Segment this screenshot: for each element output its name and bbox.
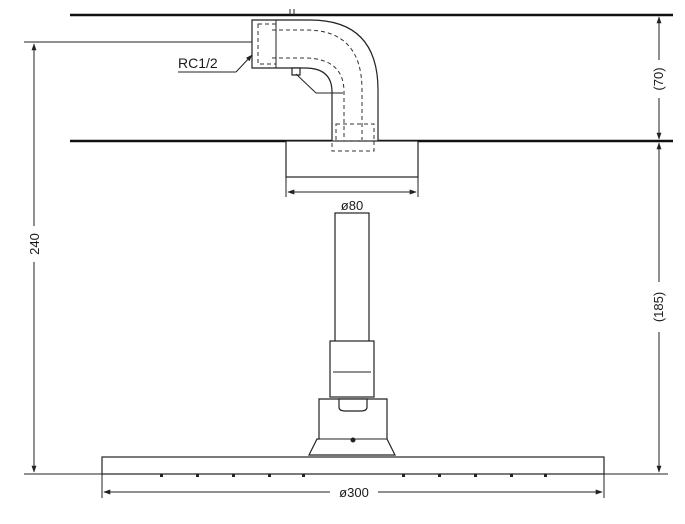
- shower-head-connector: [308, 398, 396, 456]
- ceiling-thickness-label: (70): [651, 67, 666, 90]
- drop-length-dimension: (185): [651, 142, 666, 473]
- thread-callout: RC1/2: [178, 54, 253, 73]
- shower-arm: [329, 212, 375, 398]
- elbow-fitting: [251, 9, 379, 151]
- shower-head-plate: [101, 456, 605, 477]
- flange-diameter-label: ø80: [341, 198, 363, 213]
- thread-label: RC1/2: [178, 55, 218, 71]
- total-height-dimension: 240: [24, 41, 252, 475]
- total-height-label: 240: [27, 233, 42, 255]
- ceiling-thickness-dimension: (70): [604, 16, 668, 475]
- mount-leader: [295, 73, 317, 94]
- head-diameter-label: ø300: [339, 485, 369, 500]
- drop-length-label: (185): [651, 292, 666, 322]
- head-dimension: ø300: [101, 474, 605, 500]
- set-screw-icon: [350, 437, 356, 443]
- flange-dimension: ø80: [285, 177, 419, 213]
- ceiling-flange: [285, 140, 419, 178]
